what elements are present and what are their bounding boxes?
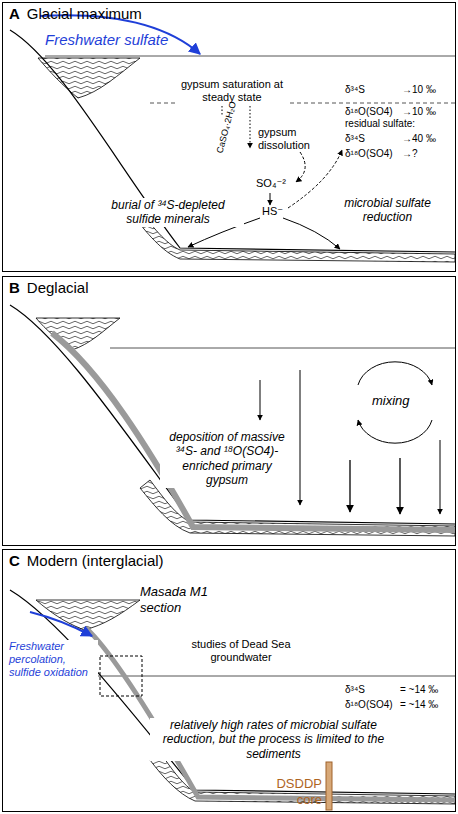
panel-letter: A bbox=[9, 5, 20, 23]
sulfate-ion: SO₄⁻² bbox=[256, 177, 286, 190]
residual-label: residual sulfate: bbox=[345, 118, 415, 130]
panel: B Deglacial bbox=[2, 276, 456, 546]
panel-a-art bbox=[10, 15, 455, 262]
freshwater-label: Freshwater sulfate bbox=[45, 31, 168, 49]
panel-b-art bbox=[10, 305, 455, 536]
isotope-symbol: δ³⁴S bbox=[345, 84, 365, 96]
isotope-value: →10 ‰ bbox=[402, 84, 436, 96]
panel-title: Modern (interglacial) bbox=[27, 552, 164, 570]
groundwater-label: studies of Dead Sea groundwater bbox=[185, 638, 297, 664]
gypsum-formula: CaSO₄·2H₂O bbox=[214, 100, 238, 154]
isotope-symbol: δ³⁴S bbox=[345, 133, 365, 145]
section-label: Masada M1 section bbox=[140, 584, 222, 615]
process-note: relatively high rates of microbial sulfa… bbox=[150, 718, 397, 761]
process-label: microbial sulfate reduction bbox=[335, 196, 440, 225]
core-label: DSDDP core bbox=[258, 776, 322, 807]
isotope-symbol: δ¹⁸O(SO4) bbox=[345, 148, 393, 160]
dissolution-label: gypsum dissolution bbox=[258, 126, 320, 152]
isotope-value: →40 ‰ bbox=[402, 133, 436, 145]
isotope-value: = ~14 ‰ bbox=[400, 684, 438, 696]
panel-letter: C bbox=[9, 552, 20, 570]
isotope-value: = ~14 ‰ bbox=[400, 699, 438, 711]
deposition-label: deposition of massive ³⁴S- and ¹⁸O(SO4)-… bbox=[160, 430, 294, 488]
panel-c-art bbox=[10, 590, 455, 810]
percolation-label: Freshwater percolation, sulfide oxidatio… bbox=[8, 640, 98, 680]
sulfide-ion: HS⁻ bbox=[262, 205, 283, 218]
panel-letter: B bbox=[9, 279, 20, 297]
panel: C Modern (interglacial) bbox=[2, 549, 456, 812]
isotope-symbol: δ¹⁸O(SO4) bbox=[345, 106, 393, 118]
isotope-symbol: δ¹⁸O(SO4) bbox=[345, 699, 393, 711]
isotope-value: →? bbox=[402, 148, 418, 160]
panel-title: Glacial maximum bbox=[27, 5, 142, 23]
mixing-label: mixing bbox=[372, 393, 410, 409]
panel-title: Deglacial bbox=[27, 279, 89, 297]
isotope-symbol: δ³⁴S bbox=[345, 684, 365, 696]
burial-label: burial of ³⁴S-depleted sulfide minerals bbox=[92, 198, 244, 227]
isotope-value: →10 ‰ bbox=[402, 106, 436, 118]
